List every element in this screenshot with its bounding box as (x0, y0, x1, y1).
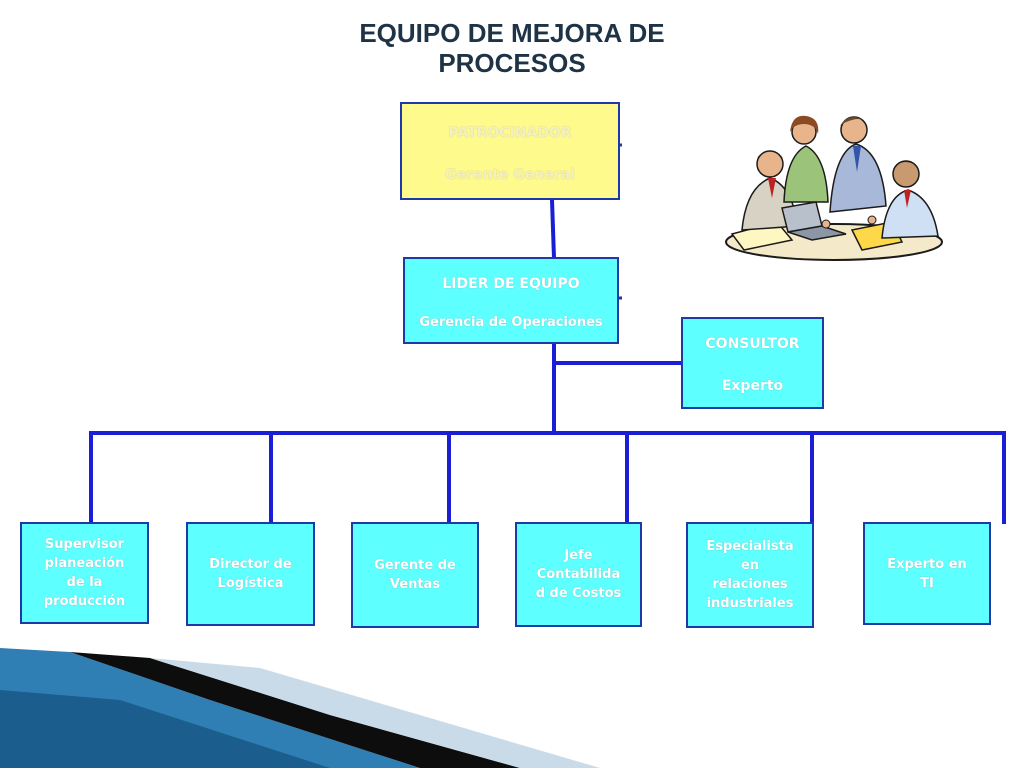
page-title: EQUIPO DE MEJORA DE PROCESOS (312, 18, 712, 78)
consultant-role: CONSULTOR (705, 336, 800, 352)
title-line-1: EQUIPO DE MEJORA DE (359, 18, 665, 48)
leader-role: LIDER DE EQUIPO (442, 276, 580, 292)
member-box-3: Gerente de Ventas (351, 522, 479, 628)
team-meeting-icon (725, 115, 943, 261)
member-label: Director de Logística (209, 557, 292, 591)
consultant-name: Experto (721, 378, 784, 394)
sponsor-box: PATROCINADOR Gerente General (400, 102, 620, 200)
member-box-1: Supervisor planeación de la producción (20, 522, 149, 624)
member-label: Gerente de Ventas (374, 558, 456, 592)
member-label: Supervisor planeación de la producción (43, 537, 126, 609)
connector-sponsor-leader (549, 197, 557, 261)
consultant-box: CONSULTOR Experto (681, 317, 824, 409)
member-label: Especialista en relaciones industriales (706, 539, 794, 611)
member-box-4: Jefe Contabilida d de Costos (515, 522, 642, 627)
member-label: Experto en TI (887, 556, 967, 591)
leader-name: Gerencia de Operaciones (419, 314, 603, 330)
member-box-6: Experto en TI (863, 522, 991, 625)
leader-box: LIDER DE EQUIPO Gerencia de Operaciones (403, 257, 619, 344)
sponsor-name: Gerente General (444, 167, 575, 183)
sponsor-role: PATROCINADOR (448, 125, 572, 141)
member-box-2: Director de Logística (186, 522, 315, 626)
member-box-5: Especialista en relaciones industriales (686, 522, 814, 628)
title-line-2: PROCESOS (438, 48, 586, 78)
member-label: Jefe Contabilida d de Costos (535, 548, 622, 601)
